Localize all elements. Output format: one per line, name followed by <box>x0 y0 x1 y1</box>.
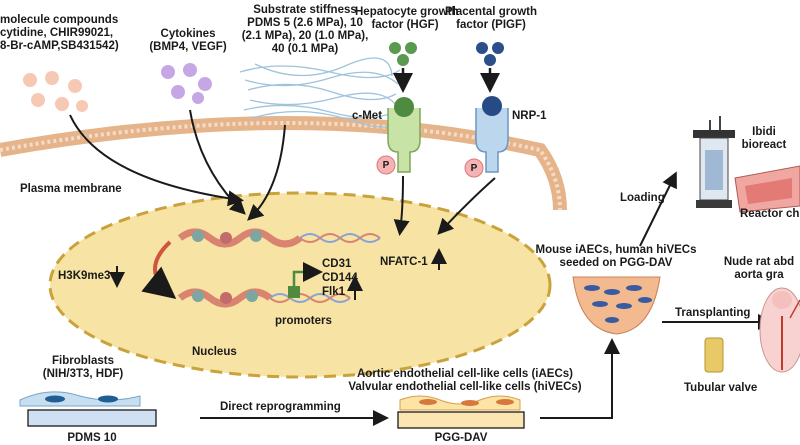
pdms10-label: PDMS 10 <box>67 432 117 444</box>
h3k9me3-label: H3K9me3 <box>58 270 111 282</box>
phospho-label-nrp-1: P <box>470 163 478 174</box>
ibidi-label: Ibidi bioreact <box>741 126 787 151</box>
small-molecule-dots <box>23 71 88 112</box>
seeded-scaffold <box>572 276 661 335</box>
small-molecule-label: molecule compounds cytidine, CHIR99021, … <box>0 14 119 52</box>
tubular-valve-label: Tubular valve <box>684 382 758 394</box>
substrate-stiffness-label: Substrate stiffness PDMS 5 (2.6 MPa), 10… <box>241 4 369 55</box>
chromatin-top <box>177 228 381 248</box>
nfatc1-label: NFATC-1 <box>380 256 428 268</box>
reactor-chamber <box>734 165 800 213</box>
phospho-nrp-1 <box>464 158 484 178</box>
phospho-label-c-met: P <box>382 160 390 171</box>
endothelial-cells-label: Aortic endothelial cell-like cells (iAEC… <box>348 368 582 393</box>
rat-illustration <box>759 287 800 373</box>
chromatin-bottom <box>177 262 351 308</box>
h3k9me3-arrow <box>141 240 177 300</box>
cytokines-label: Cytokines (BMP4, VEGF) <box>149 28 227 53</box>
pgg-dav-cells <box>399 395 521 411</box>
pigf-dots <box>476 42 504 66</box>
fibroblast-cells <box>19 391 141 407</box>
nude-rat-label: Nude rat abd aorta gra <box>723 256 795 281</box>
loading-label: Loading <box>620 192 665 204</box>
pgg-dav-substrate <box>397 411 525 429</box>
cytokine-dots <box>161 63 212 104</box>
reactor-label: Reactor ch <box>740 208 800 220</box>
cd144-label: CD144 <box>322 272 358 284</box>
pgg-dav-label: PGG-DAV <box>434 432 488 444</box>
tubular-valve <box>704 337 724 373</box>
bioreactor <box>693 116 735 208</box>
c-met-receptor <box>387 97 421 173</box>
flk1-label: Flk1 <box>322 286 346 298</box>
pdms10-substrate <box>27 409 157 427</box>
promoters-label: promoters <box>275 315 332 327</box>
c-met-label: c-Met <box>352 110 383 122</box>
nucleus-ellipse <box>48 191 552 379</box>
phospho-c-met <box>376 155 396 175</box>
nucleus-label: Nucleus <box>192 346 237 358</box>
transplanting-label: Transplanting <box>675 307 751 319</box>
nrp-1-label: NRP-1 <box>512 110 547 122</box>
hgf-dots <box>389 42 417 66</box>
signal-arrows <box>69 109 496 236</box>
nrp-1-receptor <box>475 96 509 173</box>
pigf-label: Placental growth factor (PIGF) <box>445 6 538 31</box>
plasma-membrane-label: Plasma membrane <box>20 183 122 195</box>
seeded-label: Mouse iAECs, human hiVECs seeded on PGG-… <box>535 244 697 269</box>
fibroblasts-label: Fibroblasts (NIH/3T3, HDF) <box>42 355 124 380</box>
direct-reprogramming-label: Direct reprogramming <box>220 401 341 413</box>
hgf-label: Hepatocyte growth factor (HGF) <box>355 6 459 31</box>
cd31-label: CD31 <box>322 258 352 270</box>
